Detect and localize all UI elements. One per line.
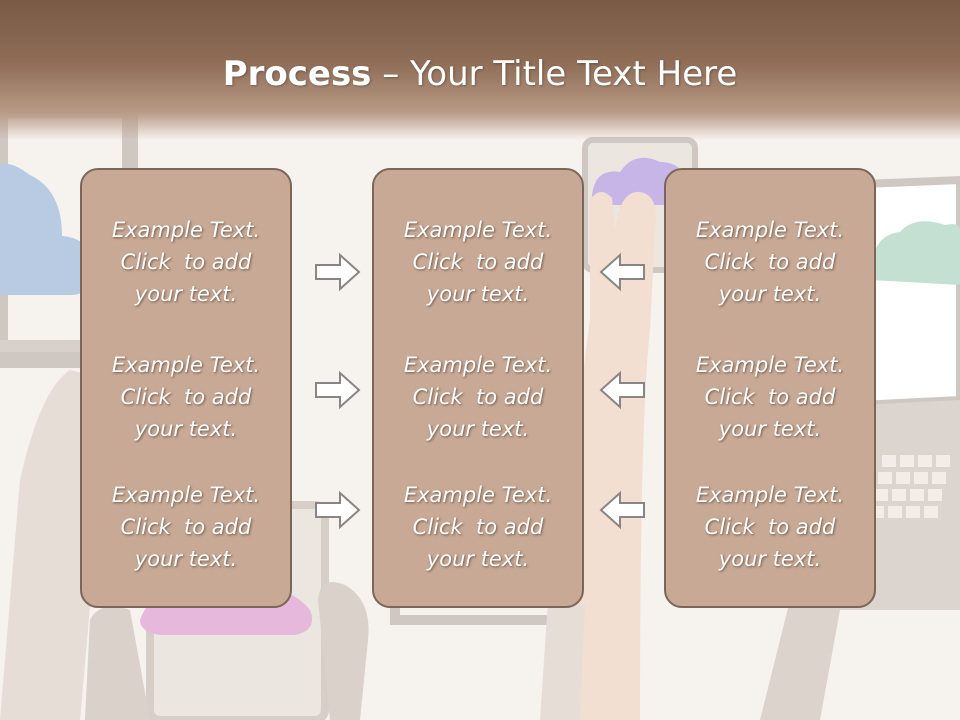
right-arrow-icon: [315, 252, 361, 292]
text-placeholder[interactable]: Example Text. Click to add your text.: [666, 349, 874, 445]
title-rest-part: – Your Title Text Here: [371, 54, 738, 94]
title-bar: [0, 0, 960, 140]
text-placeholder[interactable]: Example Text. Click to add your text.: [374, 349, 582, 445]
text-line: Click to add: [704, 385, 836, 409]
text-line: Click to add: [412, 385, 544, 409]
process-panel-center: Example Text. Click to add your text. Ex…: [372, 168, 584, 608]
purple-cloud-icon: [591, 157, 687, 205]
text-line: your text.: [134, 547, 238, 571]
text-line: your text.: [426, 547, 530, 571]
text-line: Click to add: [120, 250, 252, 274]
text-placeholder[interactable]: Example Text. Click to add your text.: [666, 479, 874, 575]
left-arrow-icon: [599, 490, 645, 530]
text-line: Example Text.: [695, 353, 845, 377]
text-line: Example Text.: [403, 483, 553, 507]
left-arrow-icon: [599, 252, 645, 292]
text-placeholder[interactable]: Example Text. Click to add your text.: [666, 214, 874, 310]
text-placeholder[interactable]: Example Text. Click to add your text.: [374, 479, 582, 575]
text-line: Example Text.: [403, 353, 553, 377]
text-line: Click to add: [704, 250, 836, 274]
text-line: Click to add: [120, 515, 252, 539]
text-line: Example Text.: [111, 483, 261, 507]
text-line: Click to add: [412, 250, 544, 274]
title-bold-part: Process: [222, 54, 372, 94]
text-placeholder[interactable]: Example Text. Click to add your text.: [82, 479, 290, 575]
blue-cloud-icon: [0, 163, 93, 295]
text-line: Example Text.: [695, 218, 845, 242]
slide-title[interactable]: Process – Your Title Text Here: [0, 52, 960, 96]
text-line: Click to add: [412, 515, 544, 539]
right-arrow-icon: [315, 490, 361, 530]
text-line: your text.: [426, 417, 530, 441]
text-line: your text.: [134, 282, 238, 306]
text-line: your text.: [718, 417, 822, 441]
process-panel-right: Example Text. Click to add your text. Ex…: [664, 168, 876, 608]
text-line: Example Text.: [111, 218, 261, 242]
text-line: Click to add: [120, 385, 252, 409]
text-line: your text.: [134, 417, 238, 441]
text-line: your text.: [426, 282, 530, 306]
text-line: Example Text.: [111, 353, 261, 377]
text-placeholder[interactable]: Example Text. Click to add your text.: [82, 349, 290, 445]
text-line: Example Text.: [695, 483, 845, 507]
text-placeholder[interactable]: Example Text. Click to add your text.: [374, 214, 582, 310]
text-placeholder[interactable]: Example Text. Click to add your text.: [82, 214, 290, 310]
process-panel-left: Example Text. Click to add your text. Ex…: [80, 168, 292, 608]
green-cloud-icon: [870, 221, 960, 285]
text-line: your text.: [718, 282, 822, 306]
text-line: Example Text.: [403, 218, 553, 242]
text-line: Click to add: [704, 515, 836, 539]
right-arrow-icon: [315, 370, 361, 410]
left-arrow-icon: [599, 370, 645, 410]
text-line: your text.: [718, 547, 822, 571]
